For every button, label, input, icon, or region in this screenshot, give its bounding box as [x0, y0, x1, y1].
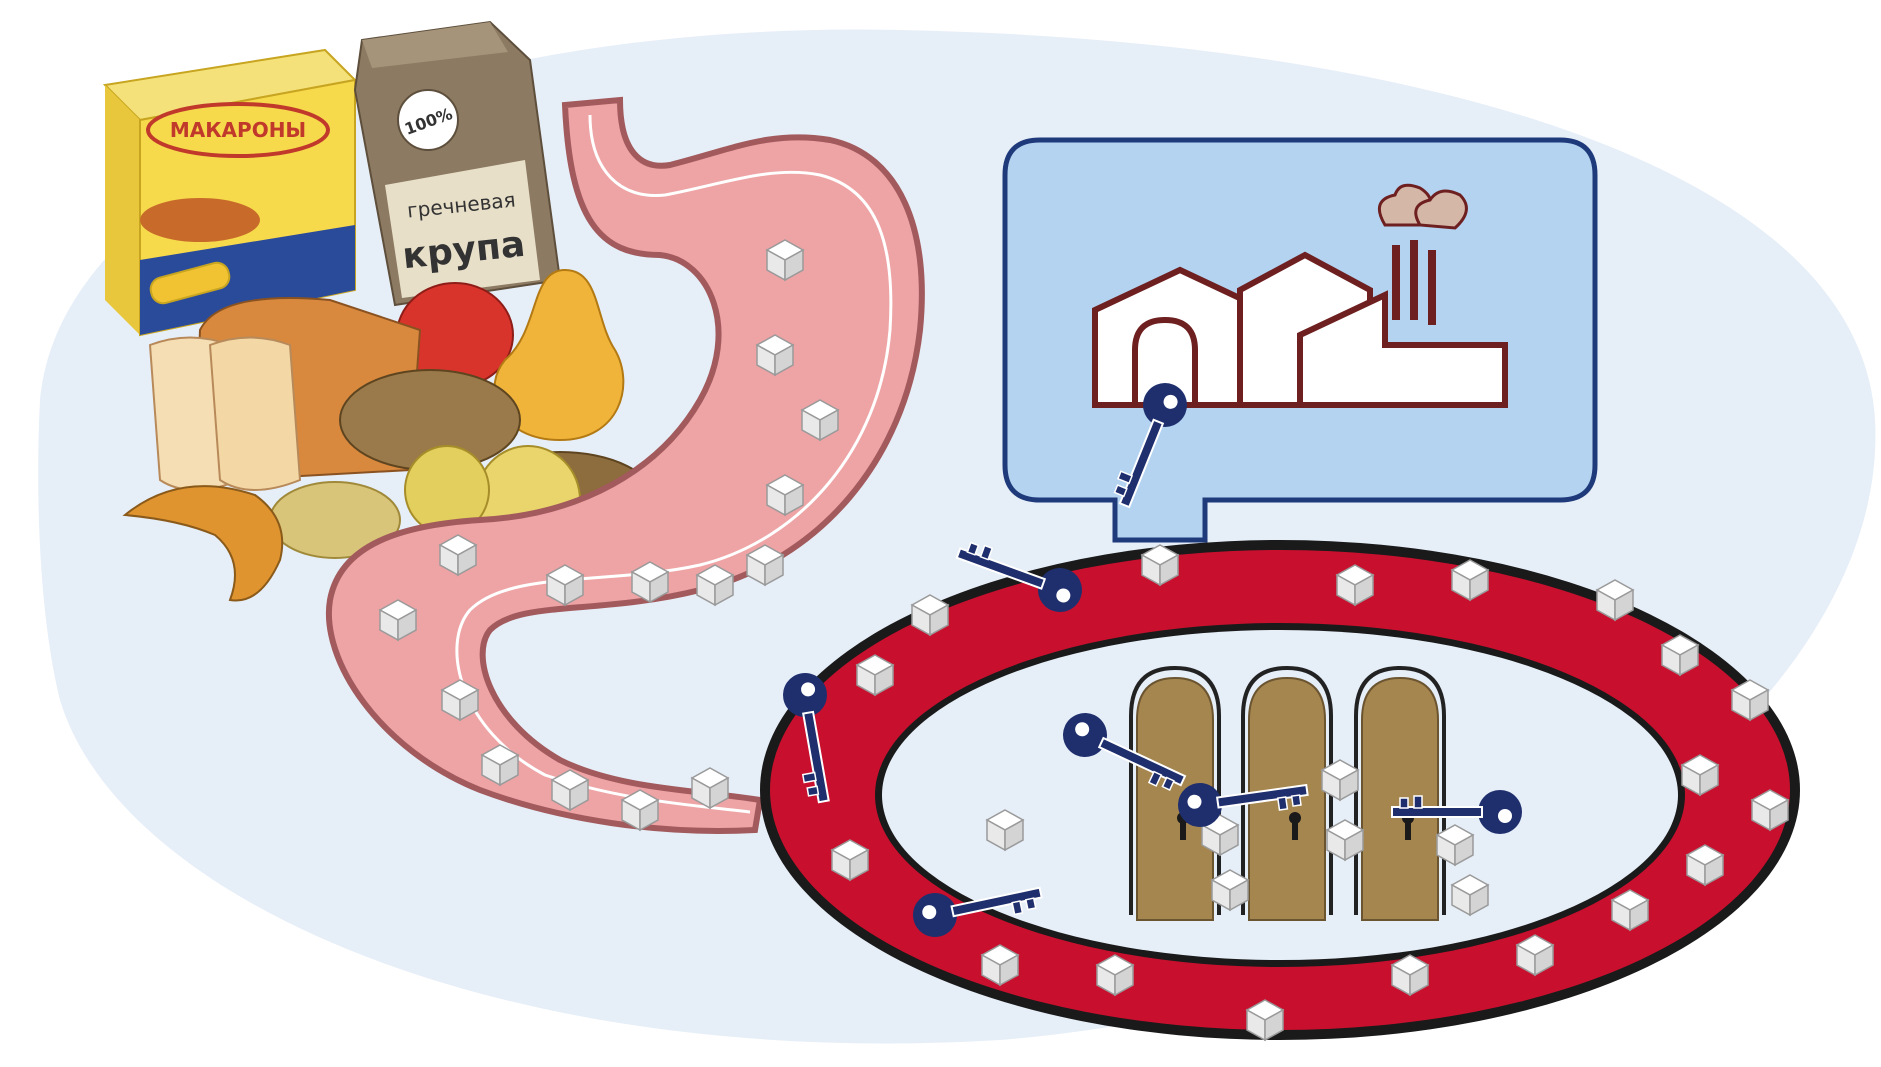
pasta-box-label: МАКАРОНЫ	[170, 118, 306, 142]
factory-callout	[1005, 140, 1595, 540]
door-icon	[1356, 668, 1444, 920]
pasta-box-icon: МАКАРОНЫ	[105, 50, 355, 335]
